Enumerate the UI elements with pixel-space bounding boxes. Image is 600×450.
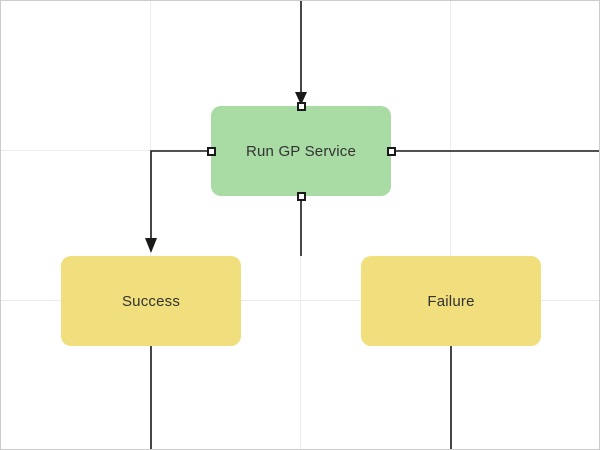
node-label-run-gp-service: Run GP Service xyxy=(245,142,357,160)
node-run-gp-service[interactable]: Run GP Service xyxy=(211,106,391,196)
node-run-gp-service-port-top[interactable] xyxy=(296,101,306,111)
node-run-gp-service-port-right[interactable] xyxy=(386,146,396,156)
edge-incoming-to-run-gp-service-arrowhead xyxy=(295,92,307,105)
node-label-failure: Failure xyxy=(427,292,475,310)
node-success[interactable]: Success xyxy=(61,256,241,346)
node-label-success: Success xyxy=(121,292,181,310)
node-run-gp-service-port-bottom[interactable] xyxy=(296,191,306,201)
edge-run-gp-service-to-success-arrowhead xyxy=(145,238,157,253)
node-run-gp-service-port-left[interactable] xyxy=(206,146,216,156)
edge-run-gp-service-to-success[interactable] xyxy=(150,150,207,244)
node-failure[interactable]: Failure xyxy=(361,256,541,346)
